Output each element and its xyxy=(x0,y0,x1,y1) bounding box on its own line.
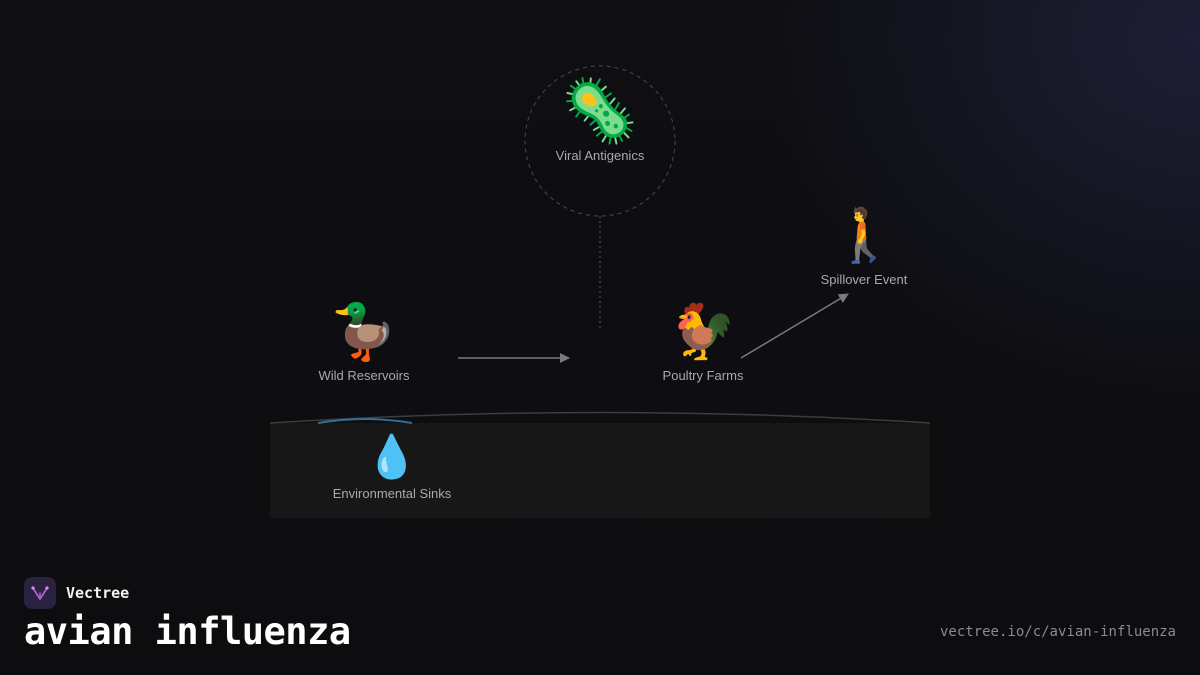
node-spillover-event[interactable]: 🚶 Spillover Event xyxy=(821,210,908,287)
node-label: Wild Reservoirs xyxy=(318,368,410,383)
node-viral-antigenics[interactable]: 🦠 Viral Antigenics xyxy=(555,74,645,164)
node-environmental-sinks[interactable]: 💧 Environmental Sinks xyxy=(332,432,452,502)
node-label: Environmental Sinks xyxy=(332,486,452,501)
viral-antigenics-halo xyxy=(524,65,676,217)
page-title: avian influenza xyxy=(24,610,351,653)
node-wild-reservoirs[interactable]: 🦆 Wild Reservoirs xyxy=(318,300,410,384)
node-label: Spillover Event xyxy=(820,272,908,287)
environment-ground-band xyxy=(270,423,930,518)
node-label: Viral Antigenics xyxy=(555,148,645,163)
ground-curve xyxy=(269,411,931,424)
brand[interactable]: Vectree xyxy=(24,577,129,609)
node-label: Poultry Farms xyxy=(662,368,744,383)
poultry-to-spillover-edge xyxy=(740,293,849,359)
person-walking-icon: 🚶 xyxy=(831,206,897,266)
rooster-icon: 🐓 xyxy=(669,300,737,363)
vectree-logo-icon xyxy=(24,577,56,609)
brand-name: Vectree xyxy=(66,584,130,602)
microbe-icon: 🦠 xyxy=(561,74,639,147)
page-url[interactable]: vectree.io/c/avian-influenza xyxy=(939,624,1176,640)
duck-icon: 🦆 xyxy=(330,300,398,363)
droplet-icon: 💧 xyxy=(365,432,419,481)
water-accent-curve xyxy=(317,418,413,424)
node-poultry-farms[interactable]: 🐓 Poultry Farms xyxy=(662,300,744,384)
